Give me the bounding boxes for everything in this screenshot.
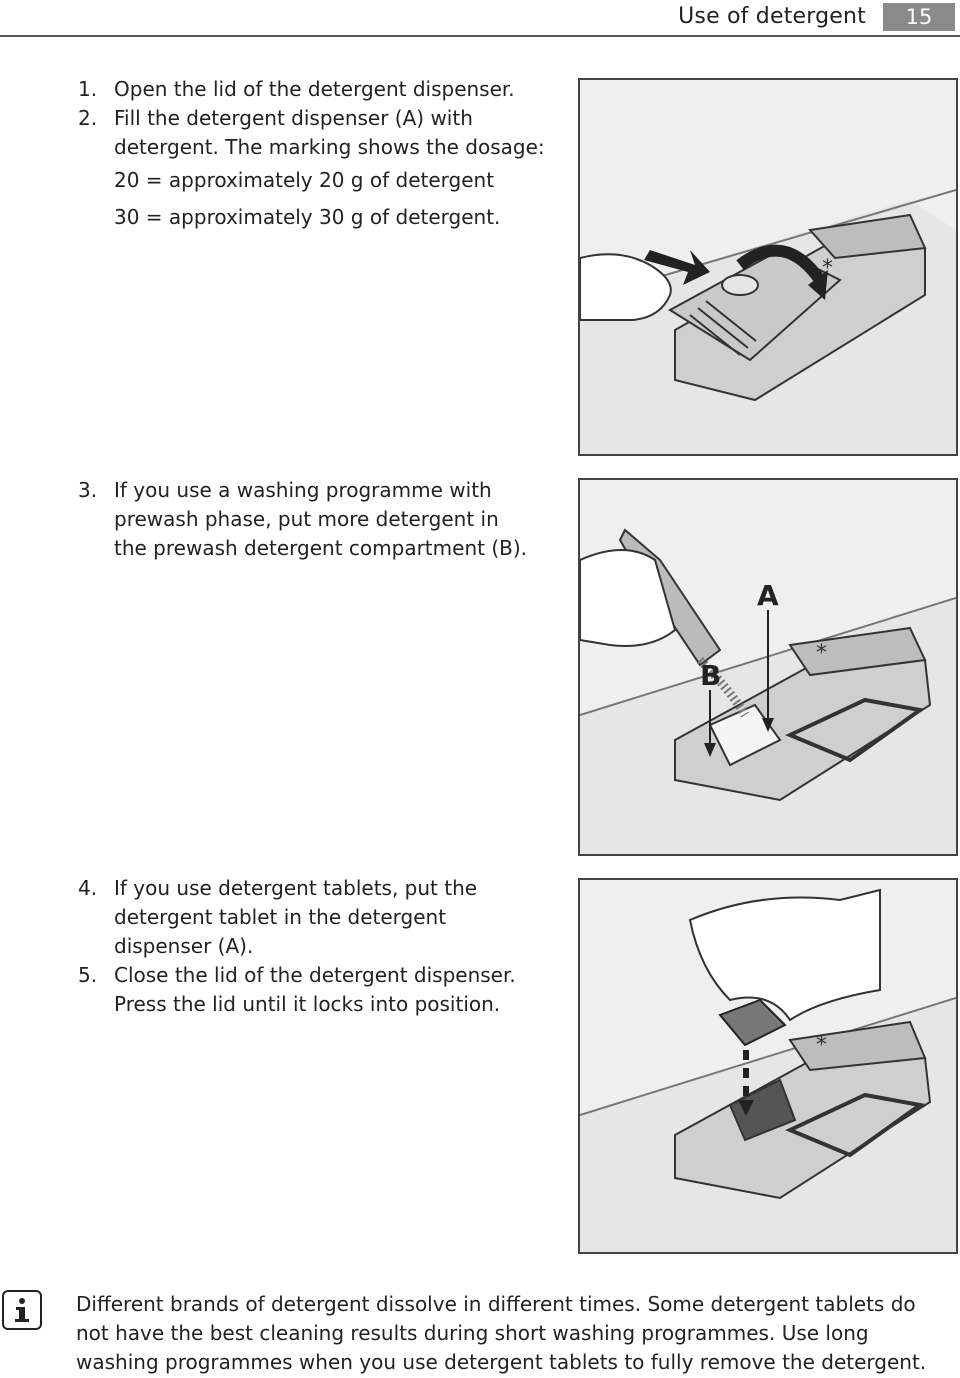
step-number: 2. — [78, 106, 98, 130]
dosage-list: 20 = approximately 20 g of detergent 30 … — [78, 162, 548, 236]
dosage-item: 20 = approximately 20 g of detergent — [114, 168, 495, 192]
step-item: 1. Open the lid of the detergent dispens… — [78, 75, 548, 104]
step-text: Close the lid of the detergent dispenser… — [114, 963, 516, 1016]
figure-tablet-insertion: * — [578, 878, 958, 1254]
illustration-prewash: A B * — [580, 528, 956, 854]
label-a: A — [757, 579, 779, 612]
step-number: 3. — [78, 478, 98, 502]
info-icon — [2, 1290, 42, 1330]
step-text: Fill the detergent dispenser (A) with de… — [114, 106, 545, 159]
page-header: Use of detergent 15 — [0, 0, 960, 38]
steps-list-3: 3. If you use a washing programme with p… — [78, 476, 528, 563]
section-title: Use of detergent — [678, 4, 866, 29]
steps-list-1: 1. Open the lid of the detergent dispens… — [78, 75, 548, 236]
header-rule — [0, 35, 960, 37]
step-number: 5. — [78, 963, 98, 987]
step-number: 4. — [78, 876, 98, 900]
step-item: 3. If you use a washing programme with p… — [78, 476, 528, 563]
step-text: Open the lid of the detergent dispenser. — [114, 77, 515, 101]
dosage-item: 30 = approximately 30 g of detergent. — [114, 205, 501, 229]
figure-prewash-compartment: A B * — [578, 478, 958, 856]
note-text: Different brands of detergent dissolve i… — [76, 1292, 927, 1374]
illustration-tablet: * — [580, 888, 956, 1252]
label-b: B — [700, 659, 721, 692]
steps-list-4-5: 4. If you use detergent tablets, put the… — [78, 874, 528, 1019]
step-number: 1. — [78, 77, 98, 101]
step-item: 4. If you use detergent tablets, put the… — [78, 874, 528, 961]
step-text: If you use a washing programme with prew… — [114, 478, 527, 560]
illustration-open-lid: * — [580, 189, 956, 454]
step-item: 5. Close the lid of the detergent dispen… — [78, 961, 528, 1019]
page-number: 15 — [883, 3, 955, 31]
step-item: 2. Fill the detergent dispenser (A) with… — [78, 104, 548, 162]
figure-open-lid: * — [578, 78, 958, 456]
svg-text:*: * — [816, 1033, 827, 1058]
svg-text:*: * — [816, 641, 827, 666]
svg-text:*: * — [822, 256, 833, 281]
step-text: If you use detergent tablets, put the de… — [114, 876, 478, 958]
